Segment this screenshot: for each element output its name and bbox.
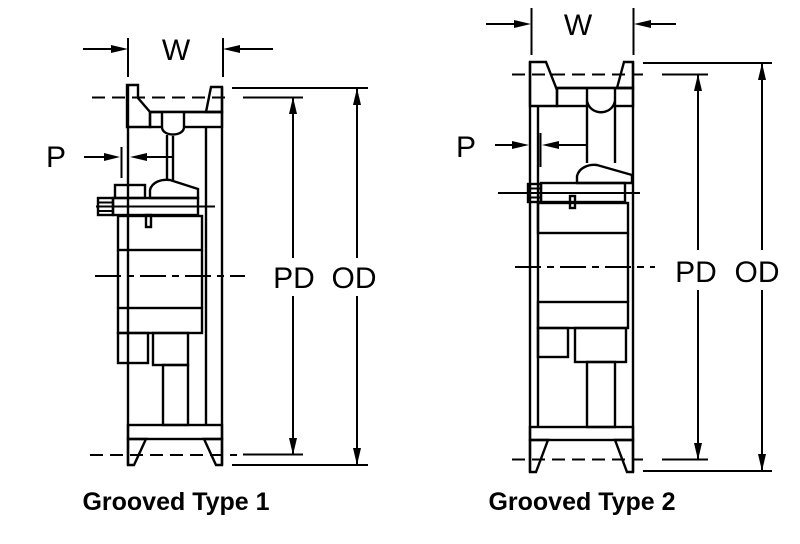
type2-pd-extension-lines (662, 73, 708, 461)
type1-w-arrow-left (111, 45, 128, 53)
type1-p-dimension: P (46, 141, 172, 178)
type1-od-dimension: OD (232, 87, 377, 466)
type2-bushing-body (536, 201, 630, 235)
type1-od-extension-lines (232, 87, 368, 466)
type1-pd-arrow-bottom (289, 438, 297, 455)
type2-od-dimension: OD (643, 62, 780, 472)
type1-bushing-flange-left (113, 183, 147, 200)
type1-bushing-body (116, 214, 204, 252)
grooved-type-1-figure: W P PD OD Grooved Type 1 (46, 34, 377, 516)
type1-bushing-flange-arc (148, 178, 200, 200)
type1-left-flange (125, 83, 152, 129)
type1-web-column (161, 363, 190, 427)
type1-bushing-taper (116, 331, 150, 365)
type1-caption: Grooved Type 1 (82, 488, 269, 516)
type1-od-arrow-bottom (353, 448, 361, 465)
type2-w-arrow-right (634, 20, 651, 28)
type2-w-label: W (564, 9, 593, 42)
type1-od-arrow-top (353, 88, 361, 105)
type2-w-dimension: W (486, 8, 676, 55)
type2-bottom-rim-band (528, 425, 635, 442)
type1-right-flange (204, 85, 224, 114)
type1-bottom-left-flange (126, 437, 148, 467)
type1-cross-section (95, 83, 245, 467)
type2-hub-step (573, 326, 628, 364)
type2-od-extension-lines (643, 62, 772, 472)
type2-p-dimension: P (456, 131, 586, 167)
type1-hub-block (116, 306, 204, 335)
type2-pd-dimension: PD (512, 73, 717, 461)
type2-pd-label: PD (675, 256, 717, 289)
type1-p-arrow-right (130, 153, 147, 161)
type1-bore-walls (116, 250, 204, 308)
type1-pd-dimension: PD (90, 96, 315, 456)
type1-pd-label: PD (273, 262, 315, 295)
type1-bore (119, 250, 201, 308)
type2-p-label: P (456, 131, 476, 164)
type2-od-arrow-top (758, 63, 766, 80)
type2-hub-block (536, 300, 630, 330)
type1-w-dimension: W (83, 34, 273, 77)
type2-bottom-right-flange (613, 438, 635, 474)
type2-od-arrow-bottom (758, 454, 766, 471)
type2-web-column (585, 360, 617, 429)
type2-w-extension-lines (530, 8, 635, 55)
type1-od-label: OD (332, 262, 377, 295)
type1-bottom-right-flange (202, 437, 224, 467)
type2-cross-section (498, 60, 655, 474)
type2-left-flange (528, 60, 559, 108)
type2-caption: Grooved Type 2 (488, 488, 675, 516)
type1-pd-arrow-top (289, 97, 297, 114)
type1-bottom-rim-band (126, 423, 224, 441)
type2-pd-arrow-bottom (694, 443, 702, 460)
type1-hub-step (151, 331, 190, 367)
type2-w-arrow-left (514, 20, 531, 28)
type2-groove-bottom-arc (585, 100, 617, 114)
type2-bushing-taper (536, 326, 570, 359)
type1-belt-groove (160, 111, 186, 136)
type2-belt-groove-channel (588, 89, 614, 163)
type2-p-arrow-left (512, 141, 529, 149)
type2-bottom-left-flange (528, 438, 550, 474)
type1-p-arrow-left (104, 153, 120, 161)
type1-w-label: W (162, 34, 191, 67)
grooved-type-2-figure: W P PD OD Grooved Type 2 (456, 8, 780, 516)
type2-od-label: OD (735, 256, 780, 289)
type1-w-arrow-right (223, 45, 240, 53)
type1-p-label: P (46, 141, 66, 174)
type2-p-arrow-right (542, 141, 559, 149)
type1-w-extension-lines (127, 38, 224, 77)
type2-bushing-flange-arc (575, 163, 634, 185)
type2-pd-arrow-top (694, 74, 702, 91)
